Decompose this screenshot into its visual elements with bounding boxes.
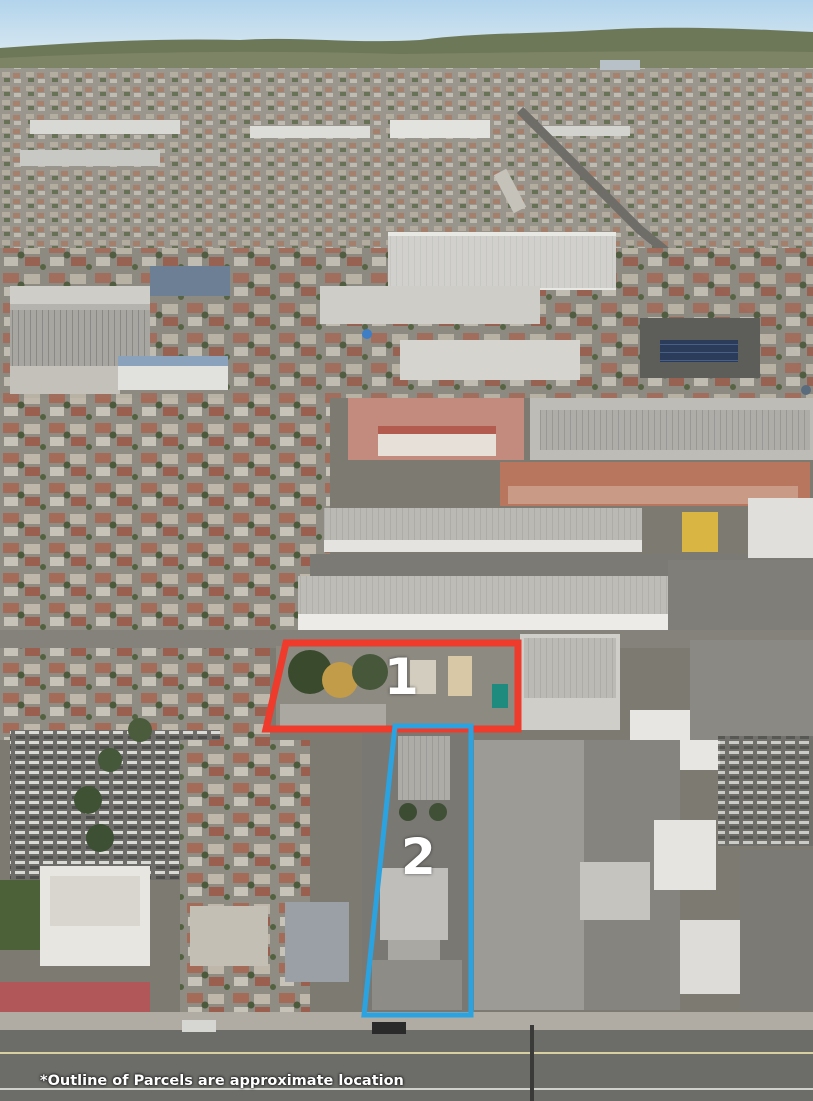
footnote-caption: *Outline of Parcels are approximate loca…	[40, 1073, 404, 1089]
info-marker-icon	[362, 329, 372, 339]
highway	[0, 1030, 813, 1101]
location-marker-icon	[801, 385, 811, 395]
parcel-1-outline	[261, 639, 522, 733]
parcel-1-label: 1	[384, 648, 419, 706]
parcel-2-outline	[361, 723, 474, 1018]
parcel-2-label: 2	[401, 828, 436, 886]
